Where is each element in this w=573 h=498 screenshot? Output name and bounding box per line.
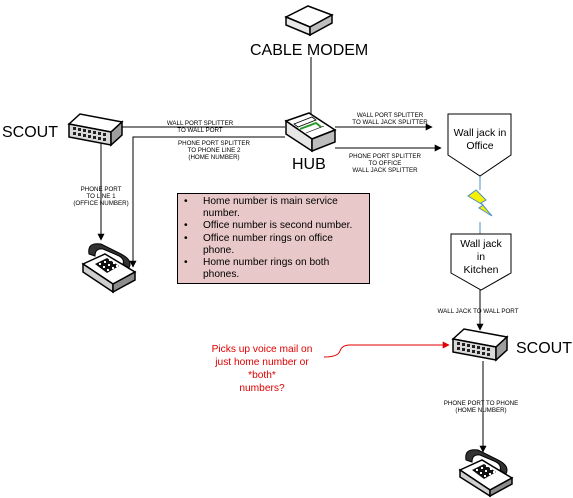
lightning-icon <box>467 189 493 217</box>
wall-jack-kitchen-shape <box>450 233 512 291</box>
question-line-4: numbers? <box>239 383 285 394</box>
label-hub-phone2-2: TO PHONE LINE 2 <box>188 147 241 154</box>
wall-jack-office-line2: Office <box>466 140 493 152</box>
line-hub-phone-line2 <box>129 136 285 268</box>
label-hub-office-3: WALL JACK SPLITTER <box>352 167 418 174</box>
notes-list: Home number is main service number. Offi… <box>182 196 365 281</box>
wall-jack-kitchen-line2: in <box>477 251 485 263</box>
question-line-2: just home number or <box>214 357 309 368</box>
label-scout-phone-2: TO LINE 1 <box>86 193 116 200</box>
wall-jack-kitchen-line1: Wall jack <box>460 238 502 250</box>
label-hub-phone2-3: (HOME NUMBER) <box>188 154 239 161</box>
question-line-3: *both* <box>248 370 276 381</box>
label-hub-walljack-1: WALL PORT SPLITTER <box>357 112 424 119</box>
note-item: Office number rings on office phone. <box>182 233 365 257</box>
label-port-phone-1: PHONE PORT TO PHONE <box>444 400 519 407</box>
label-hub-scout-2: TO WALL PORT <box>177 127 223 134</box>
cable-modem-icon <box>284 5 334 37</box>
label-hub-office-1: PHONE PORT SPLITTER <box>349 153 422 160</box>
label-hub-walljack-2: TO WALL JACK SPLITTER <box>352 119 428 126</box>
label-hub-office-2: TO OFFICE <box>369 160 402 167</box>
scout-left-icon <box>67 113 124 147</box>
wall-jack-kitchen-line3: Kitchen <box>463 264 498 276</box>
cable-modem-label: CABLE MODEM <box>250 42 368 59</box>
label-hub-phone2-1: PHONE PORT SPLITTER <box>178 140 251 147</box>
note-item: Home number rings on both phones. <box>182 257 365 281</box>
label-port-phone-2: (HOME NUMBER) <box>455 407 506 414</box>
hub-label: HUB <box>292 156 326 173</box>
scout-left-label: SCOUT <box>2 124 58 141</box>
label-hub-scout-1: WALL PORT SPLITTER <box>167 120 234 127</box>
telephone-left-icon <box>81 243 137 294</box>
telephone-right-icon <box>458 449 514 498</box>
label-walljack-wallport: WALL JACK TO WALL PORT <box>438 308 519 315</box>
scout-right-label: SCOUT <box>516 340 572 357</box>
voicemail-question: Picks up voice mail on just home number … <box>212 344 313 394</box>
wall-jack-office-shape <box>447 113 512 177</box>
note-item: Office number is second number. <box>182 220 365 232</box>
hub-icon <box>284 112 337 153</box>
label-scout-phone-3: (OFFICE NUMBER) <box>73 200 128 207</box>
scout-right-icon <box>451 328 509 362</box>
note-item: Home number is main service number. <box>182 196 365 220</box>
wall-jack-office-line1: Wall jack in <box>454 127 507 139</box>
notes-box: Home number is main service number. Offi… <box>177 193 370 284</box>
question-line-1: Picks up voice mail on <box>212 344 313 355</box>
question-connector <box>323 341 450 358</box>
label-scout-phone-1: PHONE PORT <box>81 186 122 193</box>
